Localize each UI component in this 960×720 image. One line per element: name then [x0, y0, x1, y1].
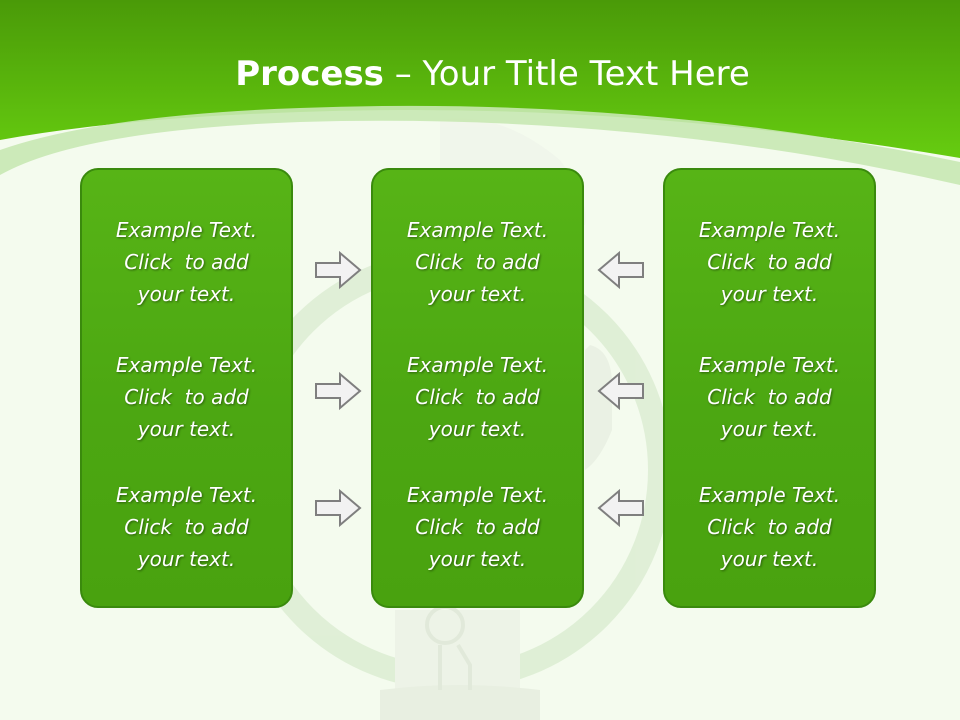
text-line: Click to add: [415, 515, 540, 539]
text-line: Example Text.: [115, 218, 258, 242]
text-line: your text.: [428, 547, 527, 571]
text-line: Click to add: [707, 385, 832, 409]
title-bold-part: Process: [235, 54, 384, 94]
slide-title[interactable]: Process – Your Title Text Here: [0, 52, 960, 96]
arrow-right-icon[interactable]: [314, 488, 362, 528]
box-text[interactable]: Example Text. Click to add your text.: [665, 214, 874, 310]
box-text[interactable]: Example Text. Click to add your text.: [373, 214, 582, 310]
header-band: [0, 0, 960, 158]
header-swoosh: [0, 105, 960, 185]
arrow-right-icon[interactable]: [314, 371, 362, 411]
process-box-right[interactable]: Example Text. Click to add your text. Ex…: [663, 168, 876, 608]
text-line: your text.: [137, 547, 236, 571]
arrow-left-icon[interactable]: [597, 371, 645, 411]
box-text[interactable]: Example Text. Click to add your text.: [373, 349, 582, 445]
box-text[interactable]: Example Text. Click to add your text.: [665, 349, 874, 445]
text-line: your text.: [137, 417, 236, 441]
text-line: Example Text.: [406, 353, 549, 377]
text-line: Click to add: [124, 515, 249, 539]
box-text[interactable]: Example Text. Click to add your text.: [82, 214, 291, 310]
box-text[interactable]: Example Text. Click to add your text.: [665, 479, 874, 575]
text-line: your text.: [720, 547, 819, 571]
text-line: Example Text.: [406, 483, 549, 507]
box-text[interactable]: Example Text. Click to add your text.: [373, 479, 582, 575]
process-box-left[interactable]: Example Text. Click to add your text. Ex…: [80, 168, 293, 608]
box-text[interactable]: Example Text. Click to add your text.: [82, 349, 291, 445]
text-line: Example Text.: [115, 353, 258, 377]
text-line: Click to add: [415, 385, 540, 409]
arrow-left-icon[interactable]: [597, 250, 645, 290]
text-line: your text.: [137, 282, 236, 306]
arrow-right-icon[interactable]: [314, 250, 362, 290]
text-line: Example Text.: [406, 218, 549, 242]
text-line: your text.: [428, 282, 527, 306]
box-text[interactable]: Example Text. Click to add your text.: [82, 479, 291, 575]
text-line: Click to add: [124, 250, 249, 274]
text-line: your text.: [720, 282, 819, 306]
text-line: Example Text.: [698, 483, 841, 507]
text-line: your text.: [720, 417, 819, 441]
title-rest-part: – Your Title Text Here: [383, 54, 750, 94]
text-line: Example Text.: [698, 353, 841, 377]
text-line: Click to add: [124, 385, 249, 409]
text-line: Example Text.: [698, 218, 841, 242]
text-line: Click to add: [707, 250, 832, 274]
process-box-middle[interactable]: Example Text. Click to add your text. Ex…: [371, 168, 584, 608]
text-line: Example Text.: [115, 483, 258, 507]
text-line: Click to add: [415, 250, 540, 274]
text-line: Click to add: [707, 515, 832, 539]
text-line: your text.: [428, 417, 527, 441]
arrow-left-icon[interactable]: [597, 488, 645, 528]
